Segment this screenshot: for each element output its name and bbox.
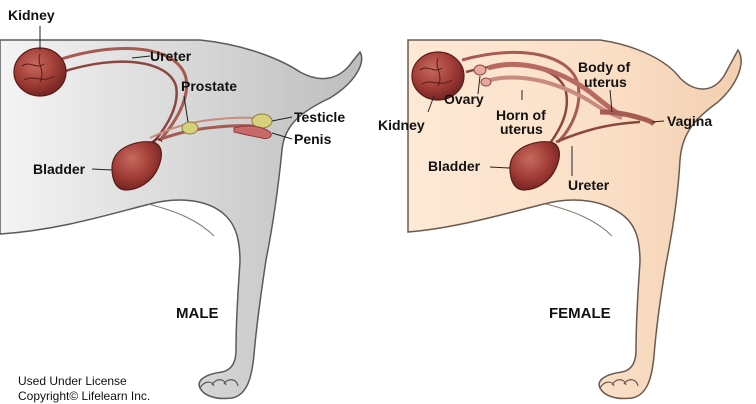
- female-caption: FEMALE: [549, 305, 611, 322]
- female-vagina-label: Vagina: [667, 113, 712, 129]
- female-ovary-label: Ovary: [444, 91, 484, 107]
- male-ureter-label: Ureter: [150, 48, 192, 64]
- male-panel: Kidney Ureter Prostate Testicle Penis Bl…: [0, 7, 362, 399]
- copyright-notice: Copyright© Lifelearn Inc.: [18, 389, 150, 403]
- male-prostate-label: Prostate: [181, 78, 237, 94]
- male-kidney: [14, 48, 66, 96]
- male-penis-label: Penis: [294, 131, 332, 147]
- license-notice: Used Under License: [18, 374, 127, 388]
- male-prostate: [182, 122, 198, 134]
- female-ovary-1: [474, 65, 486, 75]
- female-bladder-label: Bladder: [428, 158, 481, 174]
- female-kidney-label: Kidney: [378, 117, 425, 133]
- female-ovary-2: [481, 78, 491, 86]
- female-body-label-line2: uterus: [584, 74, 627, 90]
- female-body-label-line1: Body of: [578, 59, 630, 75]
- male-bladder-label: Bladder: [33, 161, 86, 177]
- male-leg-fold: [148, 204, 214, 236]
- female-panel: Kidney Ovary Horn of uterus Body of uter…: [378, 40, 741, 399]
- female-ureter-label: Ureter: [568, 177, 610, 193]
- male-caption: MALE: [176, 305, 219, 322]
- male-kidney-label: Kidney: [8, 7, 55, 23]
- male-testicle-label: Testicle: [294, 109, 345, 125]
- female-horn-label-line2: uterus: [500, 121, 543, 137]
- female-leg-fold: [546, 204, 612, 236]
